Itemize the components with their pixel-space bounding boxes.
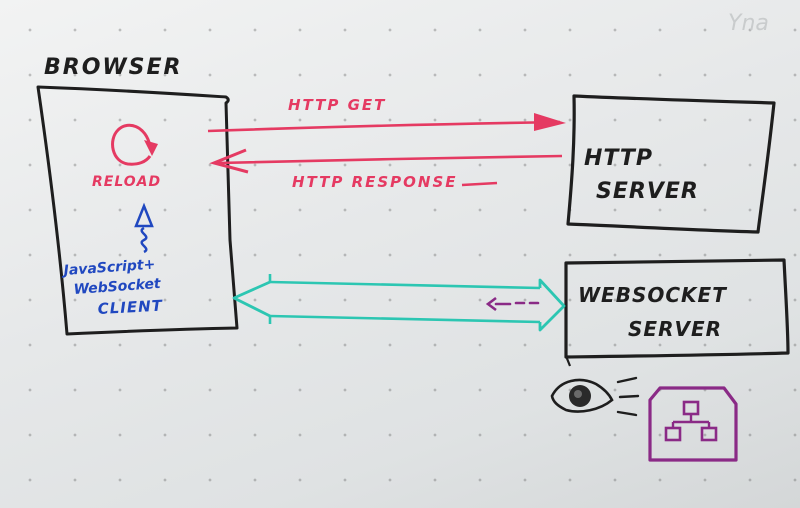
client-line3: CLIENT xyxy=(97,297,164,318)
http-server-box xyxy=(566,94,776,234)
squiggle-up-arrow-icon xyxy=(134,202,154,254)
eye-icon xyxy=(550,355,614,413)
reload-label: RELOAD xyxy=(92,174,161,190)
http-server-line2: SERVER xyxy=(596,179,699,204)
websocket-server-line2: SERVER xyxy=(628,317,722,341)
faint-corner-text: Yna xyxy=(728,11,769,36)
http-get-arrow xyxy=(207,113,566,133)
browser-title: BROWSER xyxy=(44,55,183,80)
watch-lines-icon xyxy=(616,376,640,417)
websocket-server-box xyxy=(564,258,790,359)
websocket-server-line1: WEBSOCKET xyxy=(578,283,727,307)
client-line1: JavaScript+ xyxy=(60,257,156,280)
http-response-arrow xyxy=(209,148,563,187)
browser-box xyxy=(36,85,239,336)
purple-dashed-arrow xyxy=(485,296,540,312)
client-line2: WebSocket xyxy=(73,276,162,298)
http-server-line1: HTTP xyxy=(584,146,653,171)
websocket-double-arrow xyxy=(232,274,566,332)
http-response-label: HTTP RESPONSE xyxy=(292,173,458,191)
reload-icon xyxy=(111,123,158,166)
watch-service-logo-icon xyxy=(648,386,738,462)
http-get-label: HTTP GET xyxy=(288,96,386,114)
